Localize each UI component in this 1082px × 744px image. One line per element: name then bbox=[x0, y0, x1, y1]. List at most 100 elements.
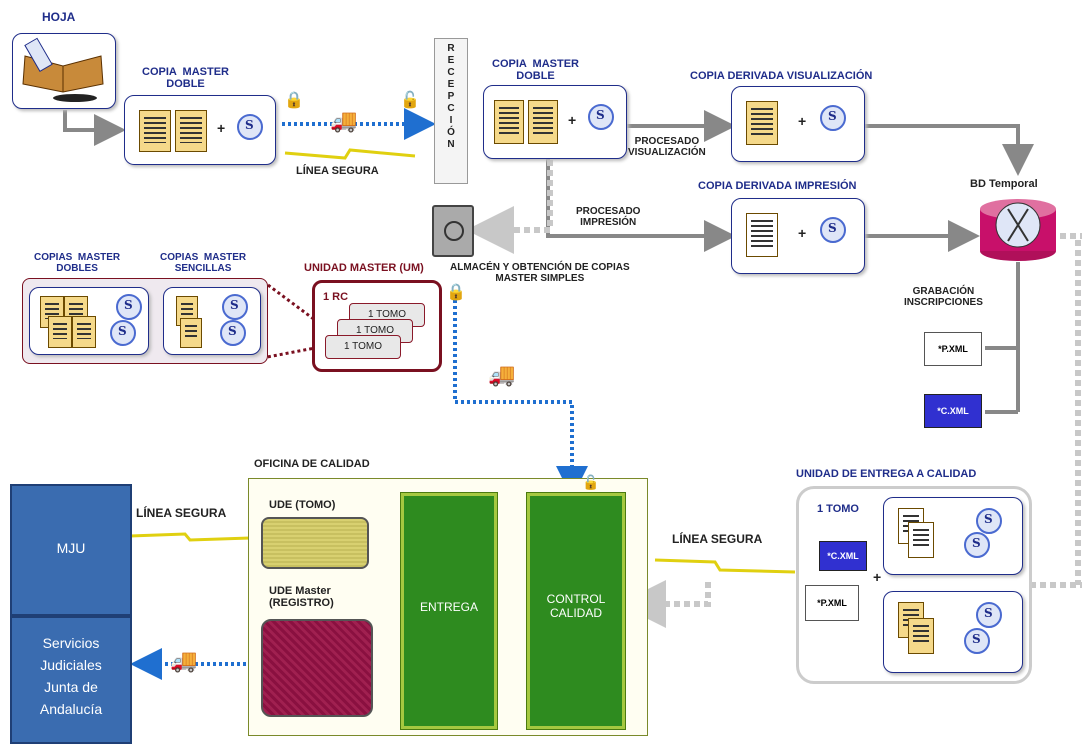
entrega-label: ENTREGA bbox=[419, 600, 478, 614]
plus-sign: + bbox=[798, 225, 807, 241]
seal-icon bbox=[110, 320, 136, 346]
unidad-entrega-label: UNIDAD DE ENTREGA A CALIDAD bbox=[796, 468, 977, 480]
ude-p-xml-file: *P.XML bbox=[805, 585, 859, 621]
master-document-icon bbox=[72, 316, 96, 348]
arrow-visualizacion-to-bd bbox=[865, 124, 1034, 176]
plus-sign: + bbox=[798, 113, 807, 129]
seal-icon bbox=[964, 532, 990, 558]
seal-icon bbox=[820, 217, 846, 243]
ude-copia-box-bottom bbox=[883, 591, 1023, 673]
copia-derivada-impresion-box: + bbox=[731, 198, 865, 274]
copia-master-doble-2-box: + bbox=[483, 85, 627, 159]
rc-label: 1 RC bbox=[323, 291, 349, 303]
master-document-icon bbox=[180, 318, 202, 348]
dotted-arrow-ude-to-control bbox=[618, 580, 711, 628]
dotted-connector-um-bottom bbox=[261, 346, 316, 360]
ude-master-box bbox=[261, 619, 373, 717]
seal-icon bbox=[116, 294, 142, 320]
truck-icon: 🚚 bbox=[488, 362, 516, 387]
hoja-label: HOJA bbox=[42, 10, 76, 24]
ude-tomo-label: UDE (TOMO) bbox=[269, 499, 336, 511]
plus-sign: + bbox=[873, 569, 882, 585]
tomo-card: 1 TOMO bbox=[325, 335, 401, 359]
master-document-icon bbox=[494, 100, 524, 144]
ude-c-xml-file: *C.XML bbox=[819, 541, 867, 571]
linea-segura-top-label: LÍNEA SEGURA bbox=[296, 165, 379, 177]
ude-master-label: UDE Master (REGISTRO) bbox=[269, 585, 334, 609]
seal-icon bbox=[976, 508, 1002, 534]
seal-icon bbox=[964, 628, 990, 654]
derived-document-icon bbox=[746, 213, 778, 257]
lightning-top bbox=[284, 148, 416, 160]
dotted-arrow-to-almacen bbox=[466, 160, 553, 254]
control-calidad-label: CONTROL CALIDAD bbox=[546, 592, 606, 620]
lock-icon: 🔒 bbox=[284, 92, 304, 109]
dotted-arrow-um-to-control bbox=[453, 300, 588, 498]
master-document-icon bbox=[139, 110, 171, 152]
copias-master-dobles-label: COPIAS MASTER DOBLES bbox=[34, 252, 121, 274]
book-hand-icon bbox=[22, 37, 104, 102]
database-icon bbox=[980, 199, 1056, 261]
c-xml-file: *C.XML bbox=[924, 394, 982, 428]
hoja-box bbox=[12, 33, 116, 109]
mju-box: MJU bbox=[10, 484, 132, 616]
master-document-icon bbox=[175, 110, 207, 152]
oficina-calidad-label: OFICINA DE CALIDAD bbox=[254, 458, 370, 470]
bd-temporal-label: BD Temporal bbox=[970, 178, 1038, 190]
ude-copia-box-top bbox=[883, 497, 1023, 575]
master-document-icon bbox=[528, 100, 558, 144]
servicios-label: Servicios Judiciales Junta de Andalucía bbox=[39, 635, 103, 717]
unidad-master-label: UNIDAD MASTER (UM) bbox=[304, 262, 424, 274]
control-calidad-column: CONTROL CALIDAD bbox=[526, 492, 626, 730]
lightning-right bbox=[654, 558, 796, 574]
master-document-icon bbox=[48, 316, 72, 348]
seal-icon bbox=[976, 602, 1002, 628]
unidad-entrega-box: 1 TOMO *C.XML *P.XML + bbox=[796, 486, 1032, 684]
plus-sign: + bbox=[217, 120, 226, 136]
procesado-visualizacion-label: PROCESADO VISUALIZACIÓN bbox=[628, 136, 706, 158]
recepcion-box: RECEPCIÓN bbox=[434, 38, 468, 184]
truck-icon: 🚚 bbox=[170, 648, 198, 673]
entrega-column: ENTREGA bbox=[400, 492, 498, 730]
derived-document-icon bbox=[746, 101, 778, 145]
seal-icon bbox=[820, 105, 846, 131]
mju-label: MJU bbox=[56, 540, 86, 556]
copia-master-doble-2-label: COPIA MASTER DOBLE bbox=[492, 58, 579, 82]
seal-icon bbox=[588, 104, 614, 130]
seal-icon bbox=[220, 320, 246, 346]
copias-master-sencillas-box bbox=[163, 287, 261, 355]
servicios-box: Servicios Judiciales Junta de Andalucía bbox=[10, 616, 132, 744]
grabacion-label: GRABACIÓN INSCRIPCIONES bbox=[904, 286, 983, 308]
copias-master-sencillas-label: COPIAS MASTER SENCILLAS bbox=[160, 252, 247, 274]
master-document-icon bbox=[908, 618, 934, 654]
copia-master-doble-1-label: COPIA MASTER DOBLE bbox=[142, 66, 229, 90]
copia-derivada-impresion-label: COPIA DERIVADA IMPRESIÓN bbox=[698, 180, 857, 192]
lock-icon: 🔓 bbox=[582, 474, 600, 490]
copia-master-doble-1-box: + bbox=[124, 95, 276, 165]
unidad-master-box: 1 RC 1 TOMO 1 TOMO 1 TOMO bbox=[312, 280, 442, 372]
safe-icon bbox=[432, 205, 474, 257]
procesado-impresion-label: PROCESADO IMPRESIÓN bbox=[576, 206, 641, 228]
linea-segura-right-label: LÍNEA SEGURA bbox=[672, 532, 763, 546]
recepcion-label: RECEPCIÓN bbox=[445, 43, 457, 151]
almacen-label: ALMACÉN Y OBTENCIÓN DE COPIAS MASTER SIM… bbox=[450, 262, 630, 284]
copias-master-container bbox=[22, 278, 268, 364]
dotted-connector-um-top bbox=[267, 283, 316, 322]
plus-sign: + bbox=[568, 112, 577, 128]
seal-icon bbox=[222, 294, 248, 320]
arrow-hoja-to-master bbox=[63, 110, 126, 146]
lock-icon: 🔓 bbox=[400, 92, 420, 109]
ude-tomo-box bbox=[261, 517, 369, 569]
copia-derivada-visualizacion-box: + bbox=[731, 86, 865, 162]
p-xml-file: *P.XML bbox=[924, 332, 982, 366]
truck-icon: 🚚 bbox=[330, 108, 358, 133]
lock-icon: 🔒 bbox=[446, 284, 466, 301]
copia-derivada-visualizacion-label: COPIA DERIVADA VISUALIZACIÓN bbox=[690, 70, 873, 82]
lightning-left bbox=[129, 532, 251, 542]
oficina-calidad-box: UDE (TOMO) UDE Master (REGISTRO) ENTREGA… bbox=[248, 478, 648, 736]
tomo-ude-label: 1 TOMO bbox=[817, 503, 859, 515]
seal-icon bbox=[237, 114, 263, 140]
linea-segura-left-label: LÍNEA SEGURA bbox=[136, 506, 227, 520]
master-document-icon bbox=[908, 522, 934, 558]
copias-master-dobles-box bbox=[29, 287, 149, 355]
